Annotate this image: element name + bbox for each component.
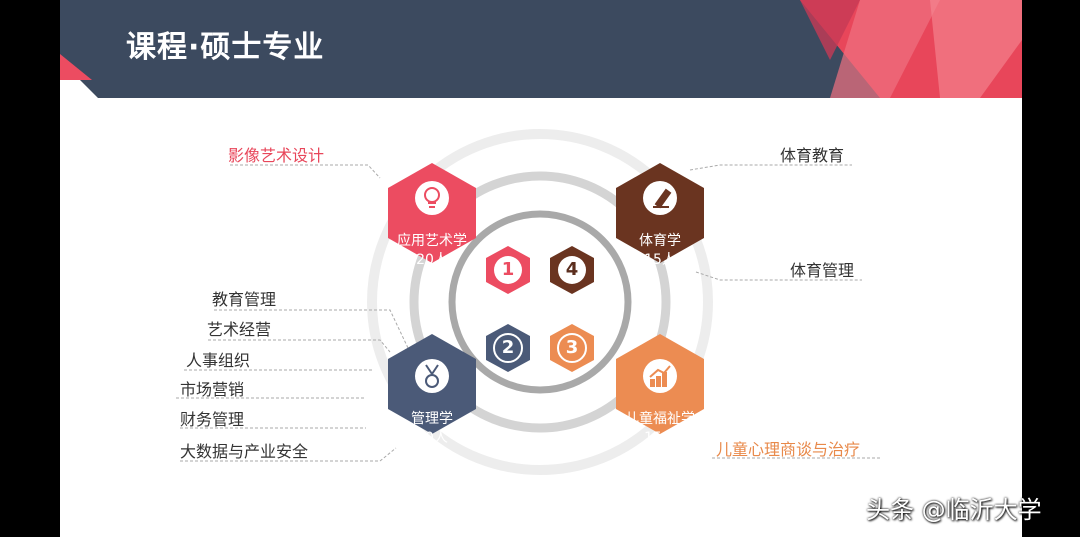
major-name: 应用艺术学 — [397, 233, 467, 249]
connector-lines — [176, 164, 880, 462]
major-management: 管理学 20人 — [372, 410, 492, 448]
slide: 课程·硕士专业 应用艺术学 20人 体育学 15人 管理学 20人 儿童福祉学 … — [60, 0, 1022, 537]
header-pattern-4 — [800, 0, 860, 60]
course-label: 影像艺术设计 — [228, 146, 325, 165]
slide-graphics — [60, 0, 1022, 475]
major-count: 15人 — [644, 252, 676, 268]
header-pattern-2 — [830, 0, 940, 98]
medal-icon — [425, 364, 439, 388]
major-sports: 体育学 15人 — [600, 232, 720, 270]
major-child: 儿童福祉学 15人 — [600, 410, 720, 448]
slide-title: 课程·硕士专业 — [126, 30, 325, 65]
major-name: 管理学 — [411, 411, 453, 427]
major-art: 应用艺术学 20人 — [372, 232, 492, 270]
watermark: 头条 @临沂大学 — [866, 496, 1042, 524]
number-3: 3 — [565, 337, 579, 358]
lightbulb-icon — [424, 187, 440, 208]
growth-chart-icon — [649, 365, 671, 387]
course-label: 体育教育 — [780, 146, 845, 165]
major-count: 15人 — [644, 430, 676, 446]
major-count: 20人 — [416, 430, 448, 446]
course-label: 人事组织 — [186, 351, 251, 370]
major-name: 体育学 — [639, 233, 681, 249]
course-label: 大数据与产业安全 — [180, 442, 309, 461]
course-label: 教育管理 — [212, 290, 277, 309]
header-red-accent — [60, 54, 92, 80]
course-label: 财务管理 — [180, 410, 245, 429]
header-pattern-3 — [930, 0, 1022, 98]
course-label: 体育管理 — [790, 261, 855, 280]
major-name: 儿童福祉学 — [625, 411, 695, 427]
course-label: 儿童心理商谈与治疗 — [716, 440, 861, 459]
concentric-rings — [367, 129, 713, 475]
course-label: 艺术经营 — [207, 320, 272, 339]
number-1: 1 — [501, 259, 515, 280]
number-4: 4 — [565, 259, 579, 280]
number-2: 2 — [501, 337, 515, 358]
pencil-icon — [653, 188, 672, 209]
course-label: 市场营销 — [180, 380, 245, 399]
header-bar — [60, 0, 1022, 98]
major-count: 20人 — [416, 252, 448, 268]
